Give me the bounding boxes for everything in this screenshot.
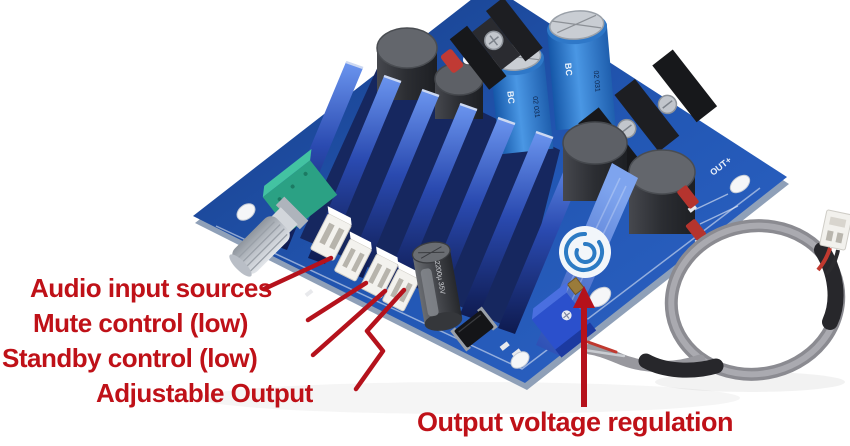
stripped-wire-red [586,340,618,354]
pointer-adjustable-output [353,287,407,392]
capacitor-marking-text: 02 031 [592,70,601,92]
pointer-standby-control [310,288,388,358]
capacitor-marking-text: 02 031 [531,96,540,118]
trimmer-screw [566,276,585,296]
red-capacitor-2 [677,185,699,209]
silkscreen-corner-marks [689,193,739,225]
pot-knob [229,216,290,277]
connector-wire-black [824,249,840,276]
annotation-label-mute-control: Mute control (low) [33,308,248,338]
pointer-audio-input [261,255,334,292]
trimmer-pot [531,276,597,358]
pot-bushing [268,207,298,237]
rectifier-ic [450,306,498,352]
mounting-hole-right [729,174,751,194]
red-capacitor-3 [685,219,707,241]
pointer-mute-control [305,280,369,323]
inductor-4 [628,149,696,234]
red-capacitor-1 [440,49,464,73]
annotation-label-output-voltage: Output voltage regulation [417,407,734,437]
jst-connector-1 [310,206,352,261]
jst-connector-2 [334,231,372,282]
capacitor-brand-text: BC [563,62,574,76]
heat-shrink-2 [638,353,724,378]
annotation-label-standby-control: Standby control (low) [2,343,258,373]
filter-capacitor: 2200µ 35V [411,241,463,331]
cable-shadow [655,372,845,392]
signal-cable [582,209,850,381]
cable-connector [819,209,850,251]
annotation-pointers [261,255,407,392]
annotation-label-audio-input: Audio input sources [30,273,272,303]
board-shadow [200,382,740,414]
capacitor-large-2: BC 02 031 [546,10,616,131]
silkscreen-border [215,187,761,370]
connector-wire-red [816,247,832,272]
annotation-label-adjustable-output: Adjustable Output [96,378,313,408]
capacitor-brand-text: BC [505,90,516,104]
mounting-hole-bottom [510,351,530,369]
annotation-arrow-output-voltage [573,286,595,407]
terminal-block-1 [449,0,543,90]
pot-nut [275,196,309,230]
jst-connector-3 [359,246,399,299]
stripped-wire-silver [582,348,626,358]
logo-swirl [564,231,605,272]
mounting-hole-left [236,203,256,221]
arrowhead [573,286,595,308]
potentiometer [229,148,338,277]
